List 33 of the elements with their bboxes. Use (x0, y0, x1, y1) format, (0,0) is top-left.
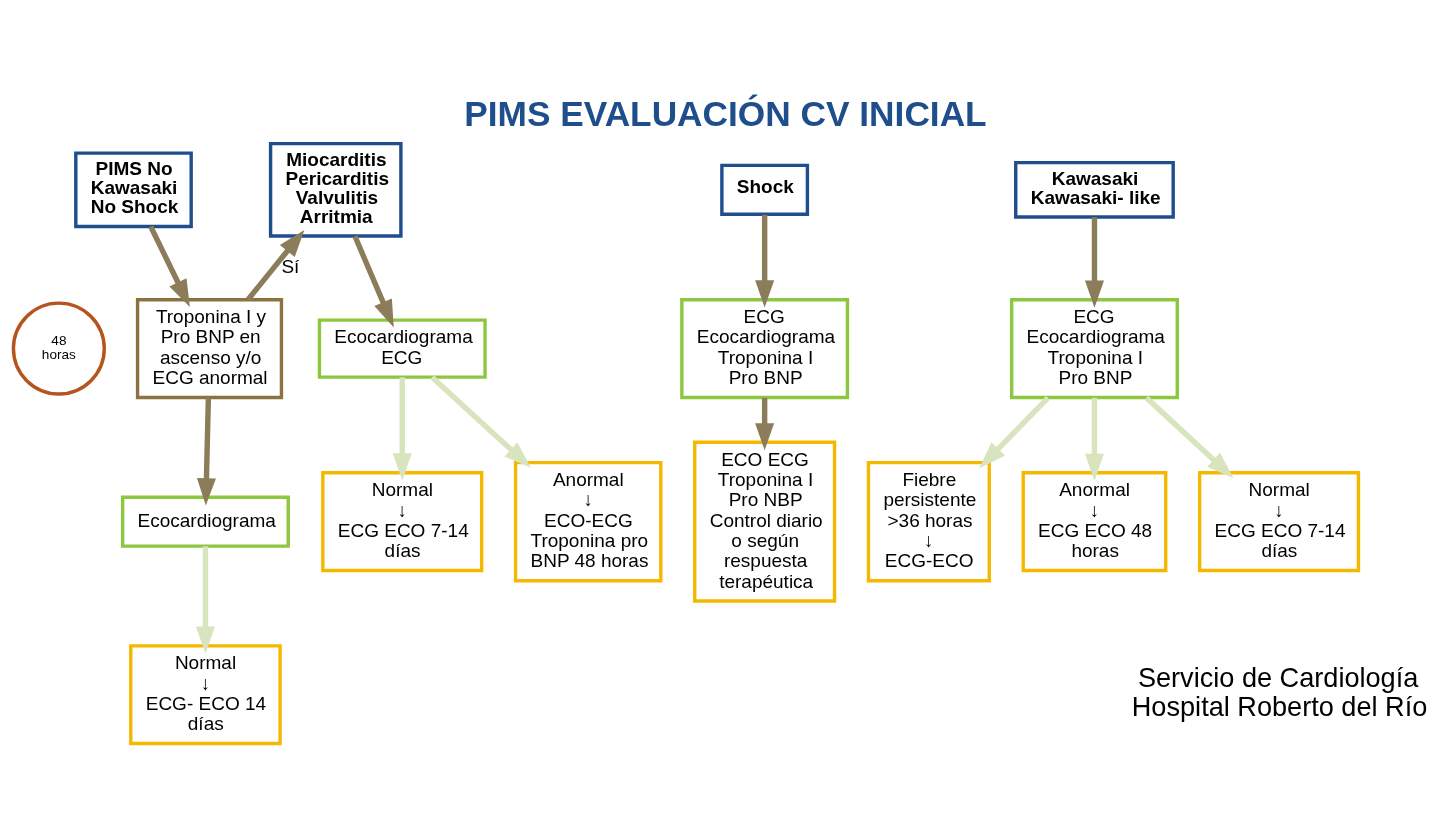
node-box: Normal ↓ ECG ECO 7-14 días (1197, 471, 1361, 573)
node-box: Normal ↓ ECG- ECO 14 días (129, 644, 282, 746)
arrow (430, 375, 531, 468)
node-box: ECO ECG Troponina I Pro NBP Control diario o según respuesta terapéutica (693, 440, 837, 603)
node-box: Miocarditis Pericarditis Valvulitis Arritmia (268, 141, 403, 238)
node-box: Ecocardiograma (120, 495, 290, 548)
node-box: Ecocardiograma ECG (317, 318, 487, 379)
node-box: Anormal ↓ ECO-ECG Troponina pro BNP 48 horas (513, 460, 663, 583)
arrow (196, 397, 216, 506)
node-box: Kawasaki Kawasaki- like (1014, 160, 1175, 219)
arrow (1084, 397, 1104, 481)
node-box: Fiebre persistente >36 horas ↓ ECG-ECO (866, 460, 991, 583)
arrow (246, 229, 305, 302)
arrow (755, 397, 775, 451)
arrow (195, 546, 215, 654)
node-box: ECG Ecocardiograma Troponina I Pro BNP (1009, 298, 1179, 400)
node-box: Troponina I y Pro BNP en ascenso y/o ECG anormal (135, 298, 284, 400)
arrow (979, 395, 1050, 469)
arrow (352, 235, 394, 328)
arrow (148, 225, 190, 307)
node-box: Normal ↓ ECG ECO 7-14 días (321, 471, 484, 573)
diagram-title: PIMS EVALUACIÓN CV INICIAL (464, 93, 987, 133)
arrow (755, 214, 775, 308)
arrow (1144, 395, 1234, 479)
node-box: Shock (720, 163, 810, 216)
node-box: ECG Ecocardiograma Troponina I Pro BNP (680, 298, 850, 400)
edge-label: Sí (281, 255, 300, 277)
node-box: PIMS No Kawasaki No Shock (74, 151, 193, 229)
node-circle: 48 horas (11, 301, 106, 396)
label: Servicio de Cardiología Hospital Roberto del Río (1131, 661, 1428, 723)
node-box: Anormal ↓ ECG ECO 48 horas (1021, 471, 1168, 573)
arrow (392, 377, 412, 481)
arrow (1084, 217, 1104, 308)
